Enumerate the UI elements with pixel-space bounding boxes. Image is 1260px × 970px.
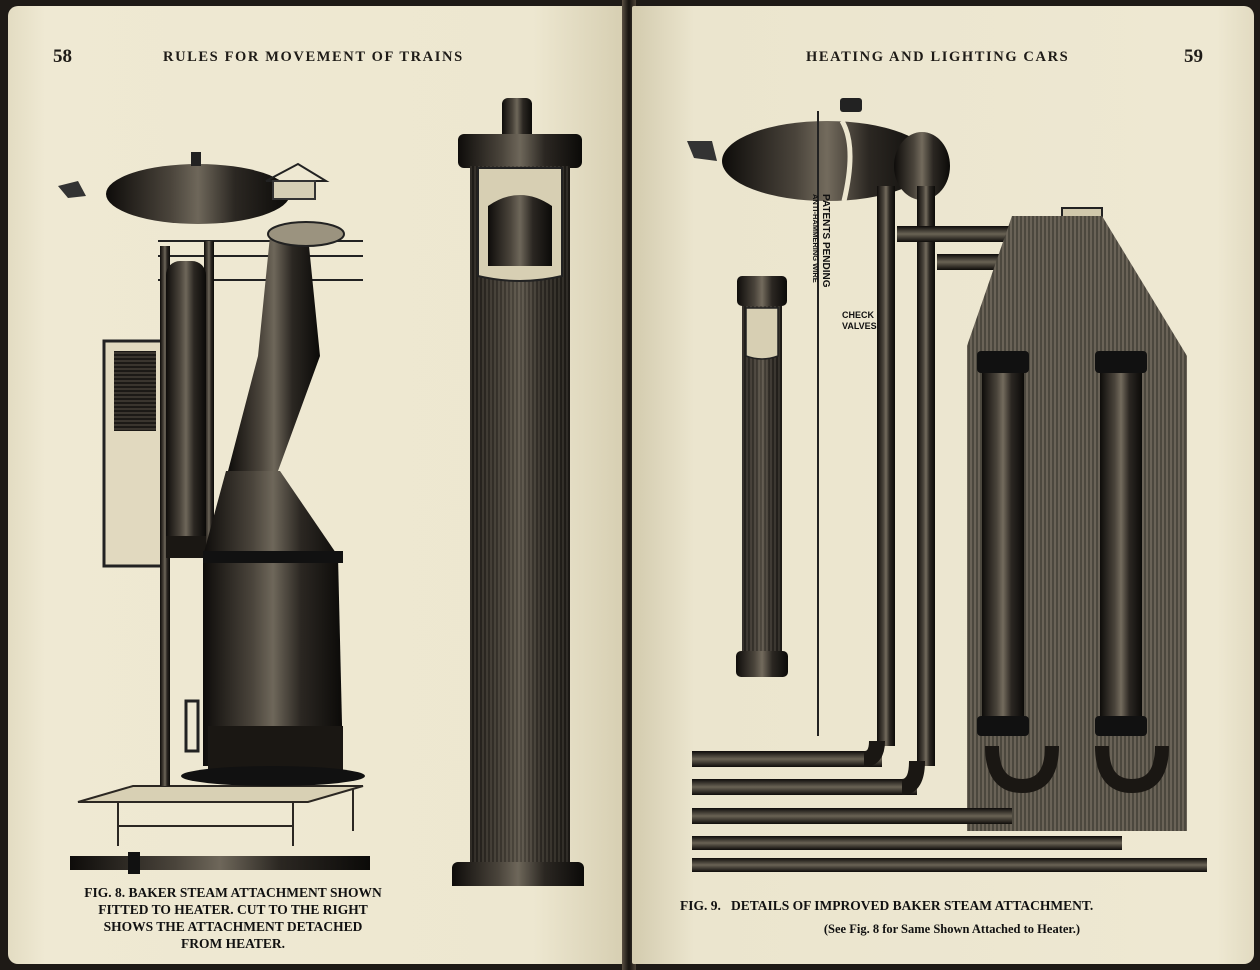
page-number: 58	[53, 46, 72, 67]
heater-body	[203, 471, 343, 766]
fig8-caption-line: FIG. 8. BAKER STEAM ATTACHMENT SHOWN	[84, 885, 382, 900]
fig9-subcaption: (See Fig. 8 for Same Shown Attached to H…	[823, 922, 1081, 936]
heater-stack	[228, 236, 320, 471]
check-valves-label-line: CHECK	[842, 310, 875, 320]
fig8-caption: FIG. 8. BAKER STEAM ATTACHMENT SHOWN FIT…	[63, 884, 403, 952]
running-head: HEATING AND LIGHTING CARS	[806, 49, 1070, 65]
steam-drum	[687, 98, 950, 202]
patents-pending-label: PATENTS PENDING	[820, 194, 831, 288]
floor-pipes	[692, 740, 1207, 872]
loose-attachment-cylinder	[736, 276, 788, 677]
window-louvre	[102, 339, 166, 568]
heater-platform	[77, 785, 364, 846]
right-page: HEATING AND LIGHTING CARS 59	[632, 6, 1254, 964]
fig8-caption-line: FROM HEATER.	[181, 936, 285, 951]
steam-drum	[58, 152, 330, 224]
fig9-caption: FIG. 9. DETAILS OF IMPROVED BAKER STEAM …	[680, 898, 1094, 913]
fig8-caption-line: FITTED TO HEATER. CUT TO THE RIGHT	[98, 902, 368, 917]
detached-attachment-cylinder	[452, 98, 584, 886]
check-valves-label: CHECK VALVES	[842, 310, 877, 331]
left-page: 58 RULES FOR MOVEMENT OF TRAINS	[8, 6, 626, 964]
fig8-illustration	[58, 98, 584, 886]
attachment-cylinder-small	[166, 261, 206, 551]
check-valves-label-line: VALVES	[842, 321, 877, 331]
heater-housing	[967, 207, 1187, 831]
page-number: 59	[1184, 46, 1203, 67]
fig8-caption-line: SHOWS THE ATTACHMENT DETACHED	[103, 919, 363, 934]
fig9-illustration: CHECK VALVES ANTI-HAMMERING WIRE PATENTS…	[687, 98, 1207, 872]
floor-pipe	[70, 856, 370, 870]
running-head: RULES FOR MOVEMENT OF TRAINS	[163, 49, 464, 65]
anti-hammering-wire-label: ANTI-HAMMERING WIRE	[811, 194, 820, 283]
